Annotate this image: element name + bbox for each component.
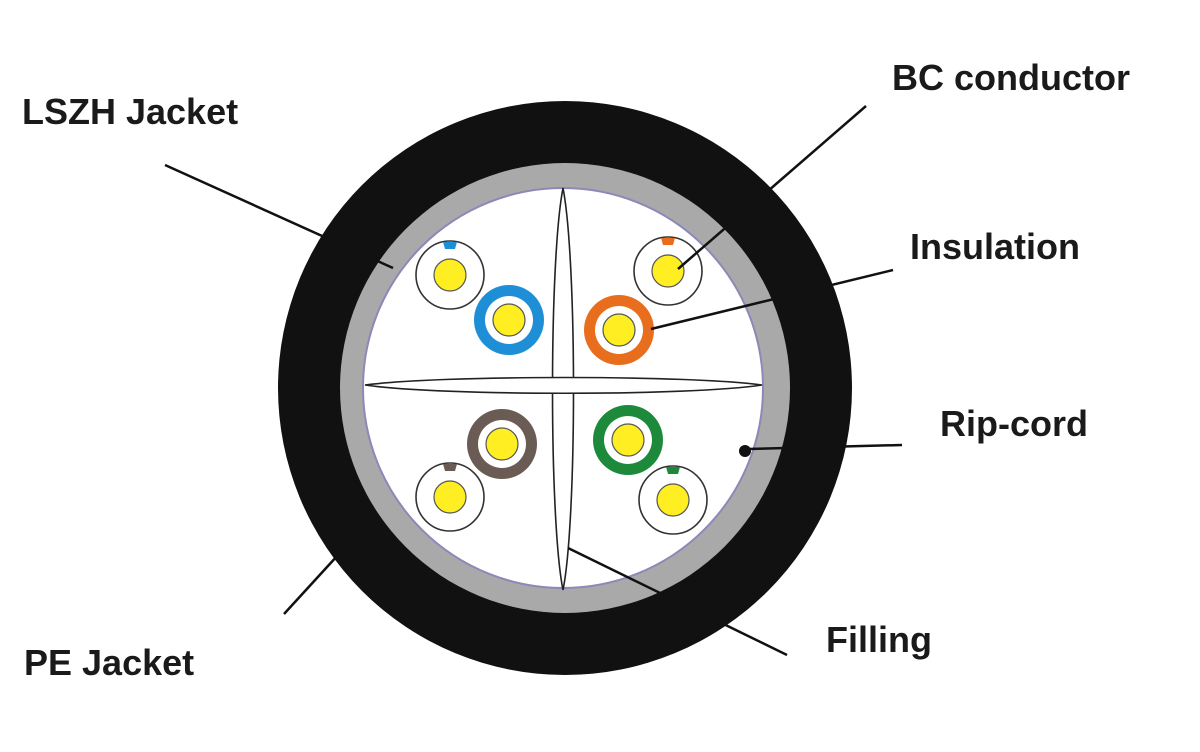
label-bc-conductor: BC conductor (892, 57, 1130, 98)
colored-wire-green (593, 405, 663, 475)
leader-rip-cord (747, 443, 903, 451)
white-wire-brown (415, 462, 485, 532)
leader-lszh-jacket (164, 163, 394, 270)
label-lszh-jacket: LSZH Jacket (22, 91, 239, 132)
white-wire-blue (415, 240, 485, 310)
label-rip-cord: Rip-cord (940, 403, 1088, 444)
colored-wire-brown (467, 409, 537, 479)
label-pe-jacket: PE Jacket (24, 642, 195, 683)
filling-cross-horizontal (364, 376, 763, 395)
stripe-blue (443, 242, 457, 249)
leader-pe-jacket (283, 542, 350, 615)
leader-insulation (650, 268, 894, 331)
pair-orange (584, 236, 703, 365)
colored-wire-blue (474, 285, 544, 355)
leader-bc-conductor (677, 105, 867, 270)
leader-filling (567, 546, 788, 657)
stripe-brown (443, 464, 457, 471)
stripe-orange (661, 238, 675, 245)
label-filling: Filling (826, 619, 932, 660)
pair-blue (415, 240, 544, 355)
rip-cord-dot (739, 445, 751, 457)
colored-wire-orange (584, 295, 654, 365)
stripe-green (666, 467, 680, 474)
label-insulation: Insulation (910, 226, 1080, 267)
pair-brown (415, 409, 537, 532)
white-wire-orange (633, 236, 703, 306)
white-wire-green (638, 465, 708, 535)
pair-green (593, 405, 708, 535)
